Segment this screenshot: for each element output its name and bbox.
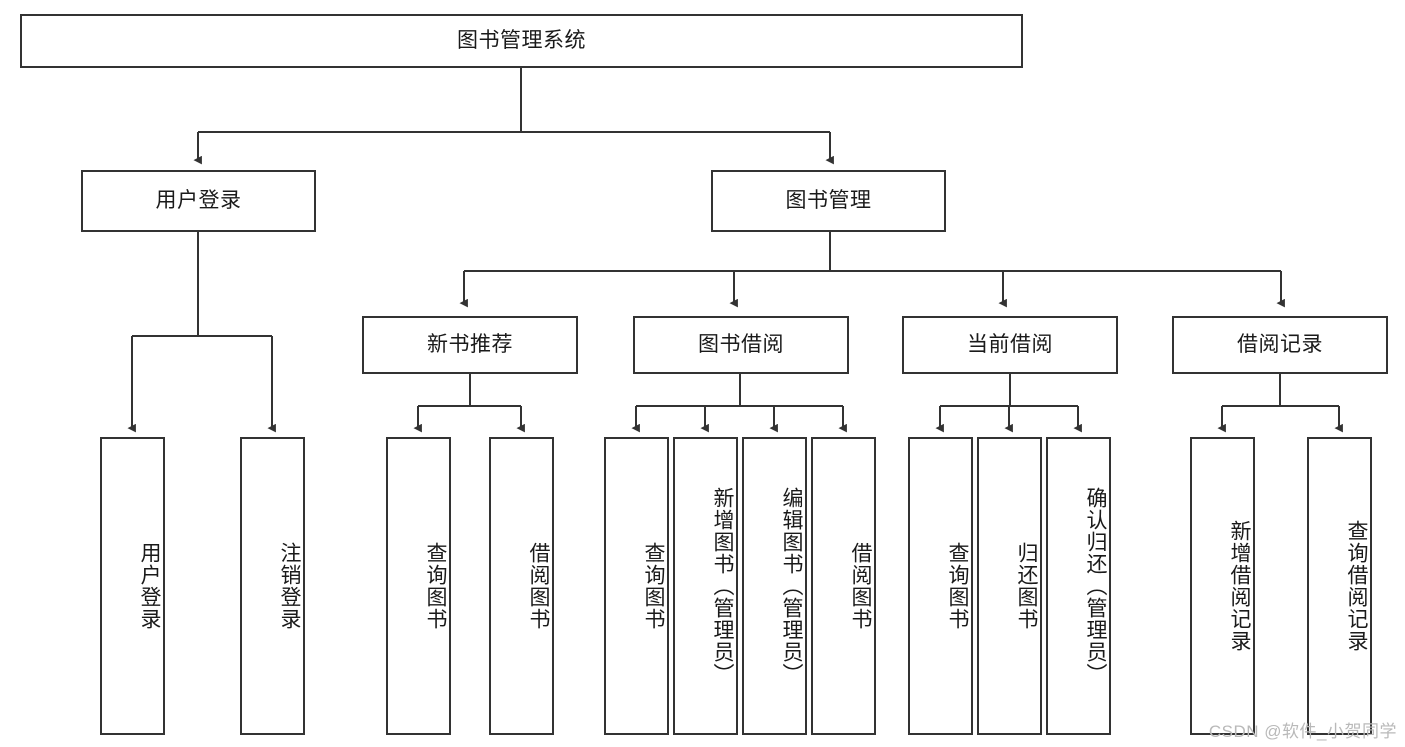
node-label: 图书管理系统 [457,28,586,52]
node-label: 查询借阅记录 [1345,520,1368,652]
node-label: 借阅图书 [527,542,550,630]
node-label: 图书管理 [785,188,872,212]
node-book-borrow[interactable]: 图书借阅 [633,316,849,374]
node-leaf-user-logout[interactable]: 注销登录 [240,437,305,735]
node-label: 借阅图书 [849,542,872,630]
node-label: 注销登录 [278,542,301,630]
node-label: 归还图书 [1015,542,1038,630]
node-label: 当前借阅 [967,332,1053,356]
node-label: 用户登录 [155,188,242,212]
node-leaf-add-borrow-record[interactable]: 新增借阅记录 [1190,437,1255,735]
node-leaf-query-book-recommendation[interactable]: 查询图书 [386,437,451,735]
node-label: 查询图书 [424,542,447,630]
node-leaf-edit-book-admin[interactable]: 编辑图书（管理员） [742,437,807,735]
node-leaf-confirm-return-admin[interactable]: 确认归还（管理员） [1046,437,1111,735]
node-label: 查询图书 [946,542,969,630]
node-leaf-return-book[interactable]: 归还图书 [977,437,1042,735]
csdn-watermark: CSDN @软件_小贺同学 [1208,722,1397,741]
node-label: 图书借阅 [698,332,784,356]
node-leaf-user-login[interactable]: 用户登录 [100,437,165,735]
node-leaf-borrow-book[interactable]: 借阅图书 [811,437,876,735]
node-label: 新增借阅记录 [1228,520,1251,652]
node-book-manage[interactable]: 图书管理 [711,170,946,232]
node-leaf-query-book-current[interactable]: 查询图书 [908,437,973,735]
node-leaf-add-book-admin[interactable]: 新增图书（管理员） [673,437,738,735]
node-new-book-recommendation[interactable]: 新书推荐 [362,316,578,374]
node-label: 新增图书（管理员） [711,487,734,685]
node-leaf-query-borrow-record[interactable]: 查询借阅记录 [1307,437,1372,735]
node-leaf-query-book-borrow[interactable]: 查询图书 [604,437,669,735]
node-borrow-record[interactable]: 借阅记录 [1172,316,1388,374]
node-label: 编辑图书（管理员） [780,487,803,685]
node-label: 确认归还（管理员） [1084,487,1107,685]
node-current-borrow[interactable]: 当前借阅 [902,316,1118,374]
node-root-system[interactable]: 图书管理系统 [20,14,1023,68]
node-user-login[interactable]: 用户登录 [81,170,316,232]
node-label: 用户登录 [138,542,161,630]
node-leaf-borrow-book-recommendation[interactable]: 借阅图书 [489,437,554,735]
node-label: 查询图书 [642,542,665,630]
node-label: 借阅记录 [1237,332,1323,356]
node-label: 新书推荐 [427,332,513,356]
